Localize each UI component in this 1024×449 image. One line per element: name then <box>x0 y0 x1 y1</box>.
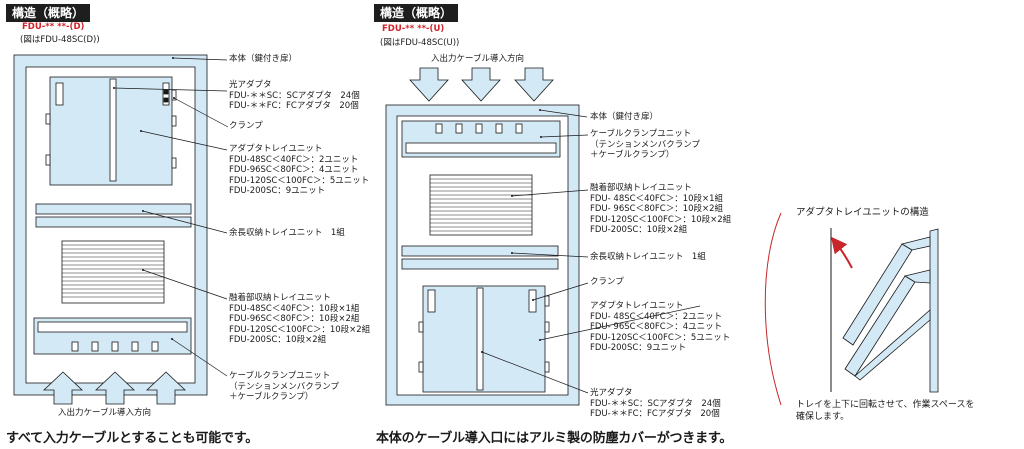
middle-adapter-tray <box>422 285 546 393</box>
left-direction-label: 入出力ケーブル導入方向 <box>58 408 151 418</box>
right-structure <box>764 212 939 406</box>
middle-label-cable-clamp: ケーブルクランプユニット （テンションメンバクランプ ＋ケーブルクランプ） <box>590 129 700 160</box>
left-label-cable-clamp: ケーブルクランプユニット （テンションメンバクランプ ＋ケーブルクランプ） <box>229 371 339 402</box>
left-slack-tray <box>35 203 192 215</box>
middle-caption: 本体のケーブル導入口にはアルミ製の防塵カバーがつきます。 <box>376 431 733 446</box>
left-label-fusion-tray: 融着部収納トレイユニット FDU-48SC＜40FC＞：10段×1組 FDU-9… <box>229 293 371 345</box>
left-arrow-3 <box>145 371 187 405</box>
left-caption: すべて入力ケーブルとすることも可能です。 <box>6 431 259 446</box>
middle-slack-tray <box>401 245 559 257</box>
left-figure-note: (図はFDU-48SC(D)) <box>20 35 100 45</box>
left-fusion-tray <box>61 240 165 304</box>
middle-header: 構造（概略） <box>374 4 459 22</box>
right-title: アダプタトレイユニットの構造 <box>796 207 929 218</box>
middle-label-adapter-tray: アダプタトレイユニット FDU- 48SC＜40FC＞：2ユニット FDU- 9… <box>590 301 731 353</box>
right-note: トレイを上下に回転させて、作業スペースを 確保します。 <box>796 400 975 422</box>
middle-label-body: 本体（鍵付き扉） <box>590 112 659 122</box>
middle-arrow-3 <box>514 67 554 102</box>
left-label-optical-adapter: 光アダプタ FDU-＊＊SC：SCアダプタ 24個 FDU-＊＊FC：FCアダプ… <box>229 80 360 111</box>
right-frame <box>929 228 939 393</box>
left-label-body: 本体（鍵付き扉） <box>229 54 298 64</box>
middle-label-clamp: クランプ <box>590 277 624 287</box>
left-leaders <box>112 56 229 377</box>
left-label-clamp: クランプ <box>229 121 263 131</box>
middle-fusion-tray <box>429 174 533 236</box>
left-model: FDU-** **-(D) <box>22 22 85 32</box>
middle-cabinet <box>385 67 580 406</box>
middle-leaders <box>480 108 701 394</box>
middle-label-slack-tray: 余長収納トレイユニット 1組 <box>590 252 706 262</box>
left-header: 構造（概略） <box>6 4 91 22</box>
left-arrow-2 <box>94 371 136 405</box>
middle-label-optical-adapter: 光アダプタ FDU-＊＊SC：SCアダプタ 24個 FDU-＊＊FC：FCアダプ… <box>590 388 721 419</box>
middle-label-fusion-tray: 融着部収納トレイユニット FDU- 48SC＜40FC＞：10段×1組 FDU-… <box>590 183 732 235</box>
right-bracket <box>764 212 782 406</box>
middle-arrow-1 <box>409 67 449 102</box>
middle-model: FDU-** **-(U) <box>382 24 445 34</box>
left-cabinet <box>13 54 208 405</box>
middle-figure-note: (図はFDU-48SC(U)) <box>380 38 460 48</box>
left-label-slack-tray: 余長収納トレイユニット 1組 <box>229 228 345 238</box>
middle-direction-label: 入出力ケーブル導入方向 <box>431 54 524 64</box>
left-label-adapter-tray: アダプタトレイユニット FDU-48SC＜40FC＞：2ユニット FDU-96S… <box>229 144 370 196</box>
middle-arrow-2 <box>461 67 501 102</box>
left-arrow-1 <box>42 371 84 405</box>
rotation-arrow <box>831 236 853 269</box>
